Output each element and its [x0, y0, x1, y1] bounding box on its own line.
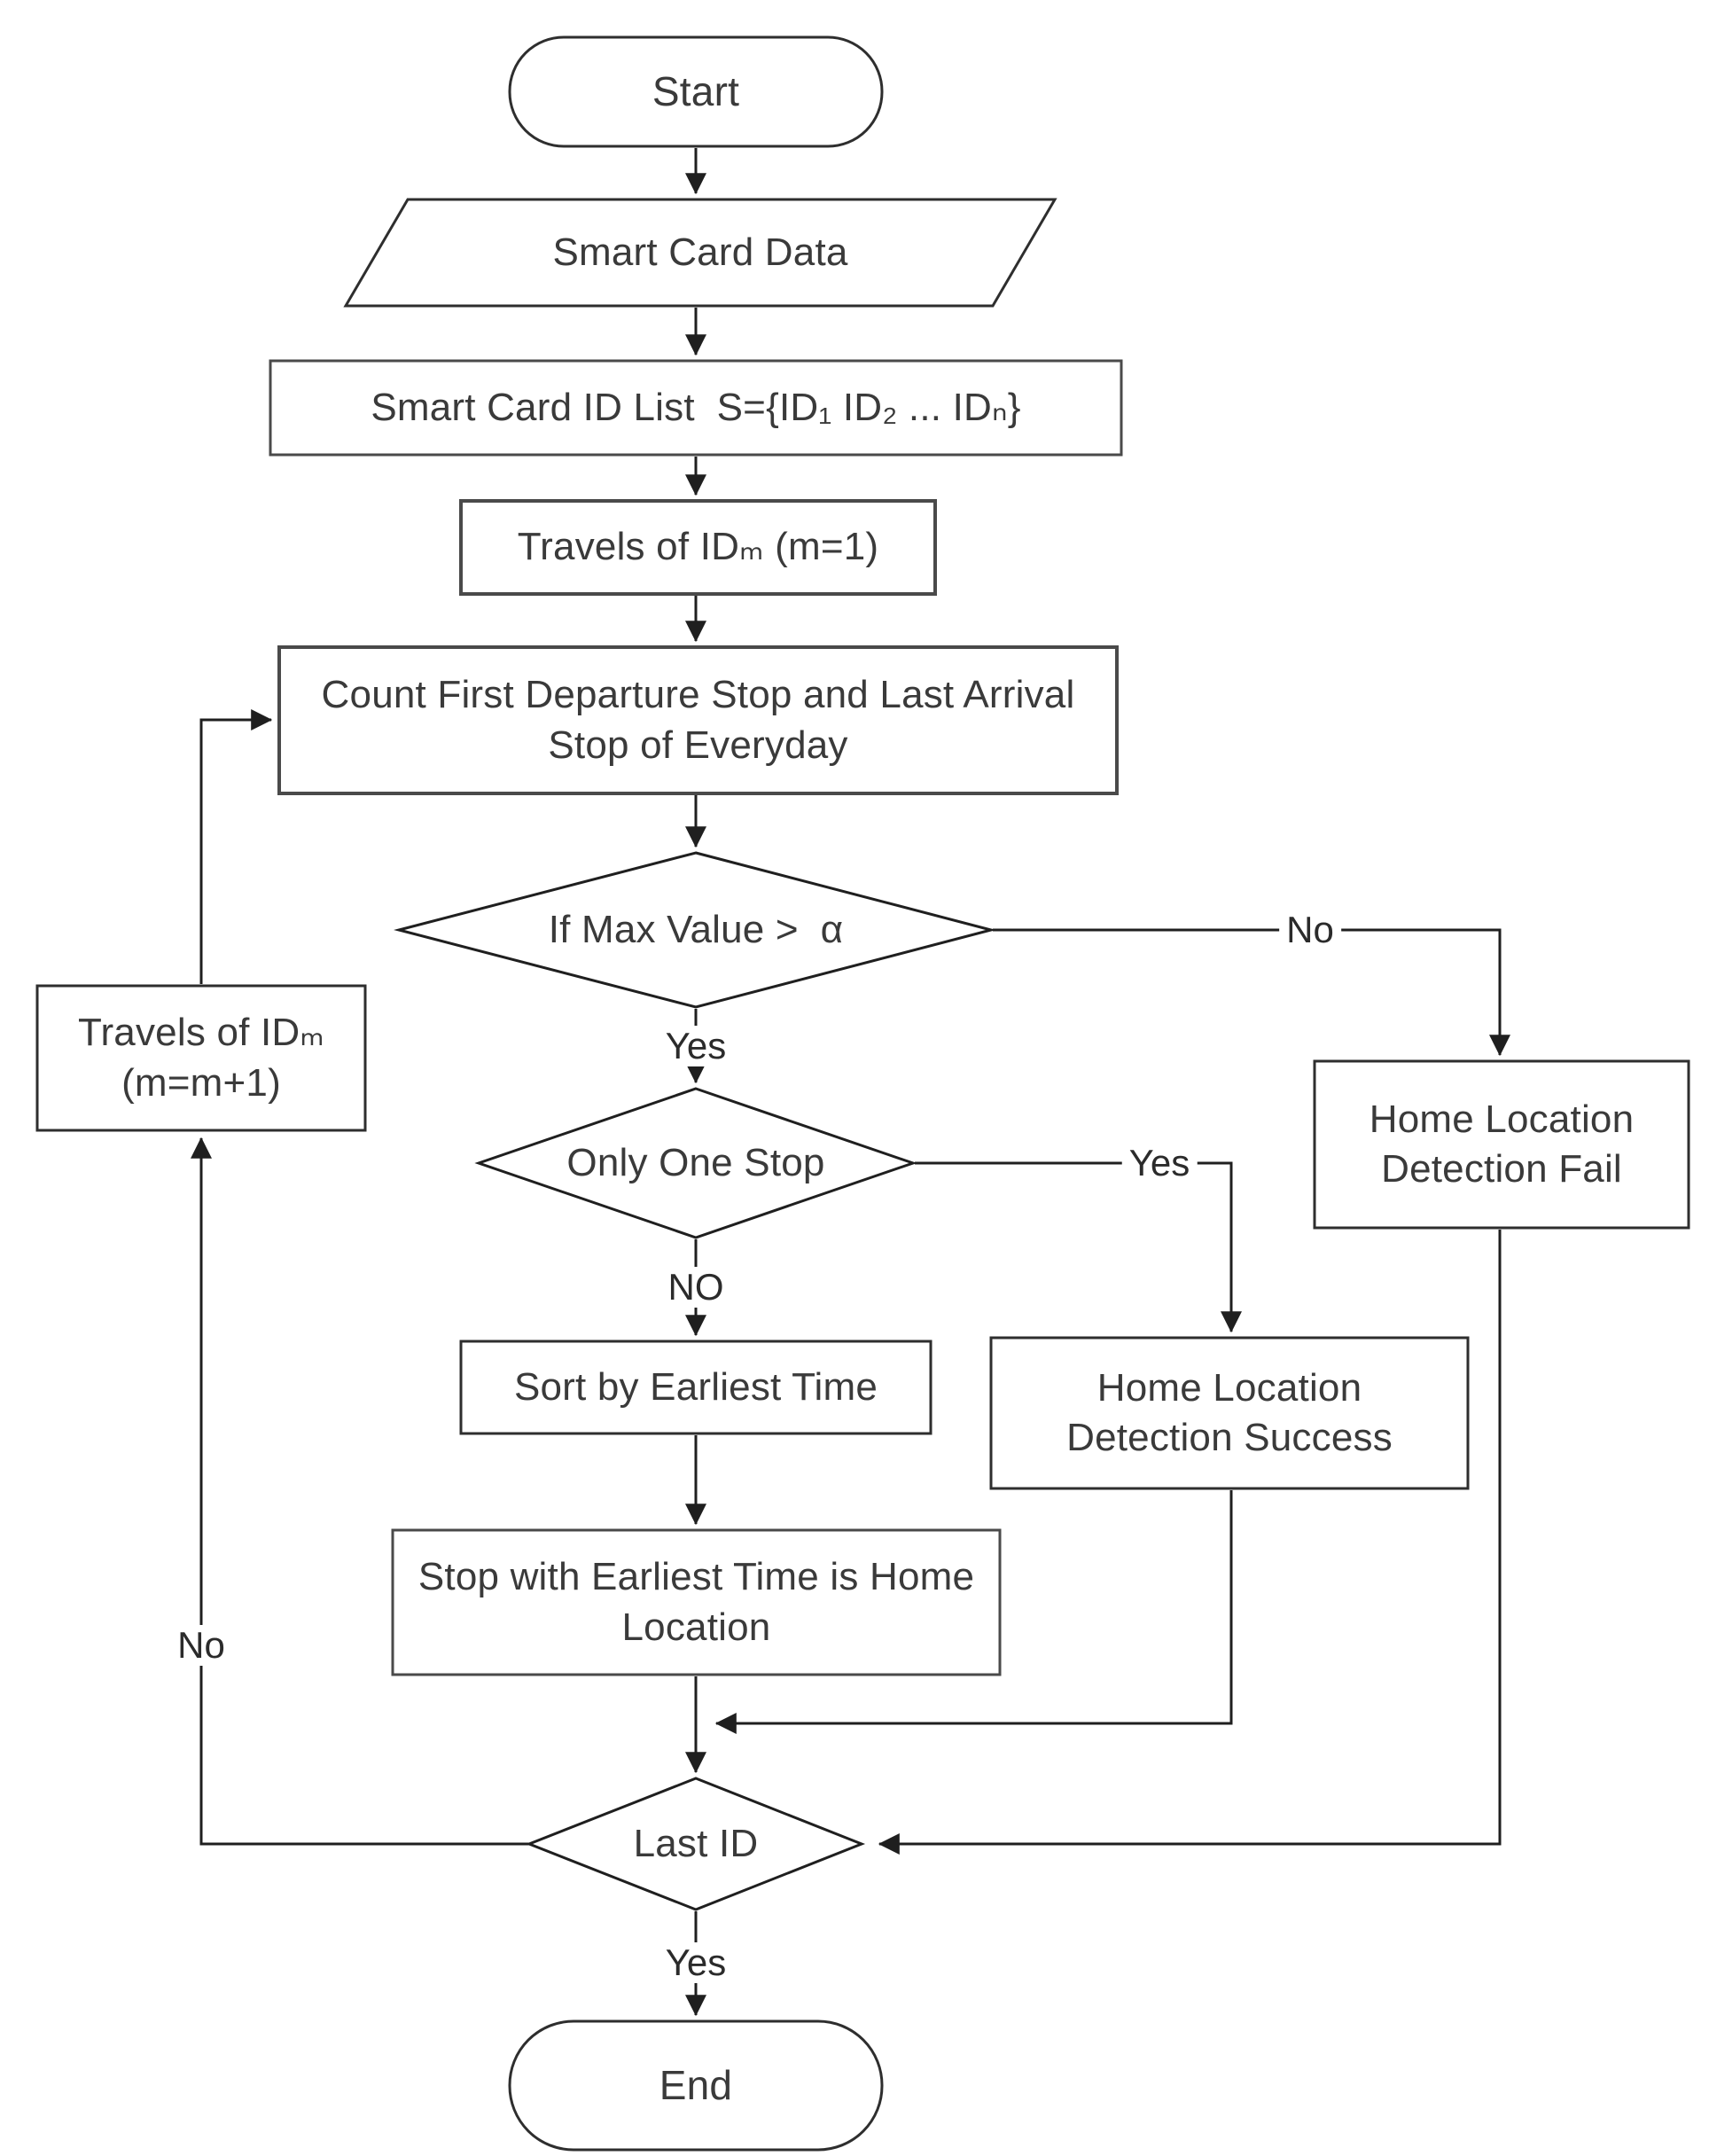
- node-stop-home-label: Stop with Earliest Time is Home Location: [417, 1555, 986, 1649]
- node-smart-card-data-label: Smart Card Data: [552, 230, 848, 274]
- only-one-stop-decision-shape: [474, 1087, 917, 1239]
- detection-fail-process-shape: [1313, 1059, 1690, 1230]
- node-end-label: End: [659, 2062, 733, 2109]
- edge-label-last-id-yes: Yes: [658, 1942, 734, 1983]
- edge-onestop-yes-to-success: [915, 1161, 1242, 1333]
- node-travels-next-label: Travels of IDₘ (m=m+1): [78, 1011, 336, 1105]
- start-terminator-shape: [508, 35, 884, 148]
- node-sort-earliest-label: Sort by Earliest Time: [513, 1364, 878, 1409]
- node-start-label: Start: [652, 68, 740, 115]
- travels-first-process-shape: [459, 499, 937, 596]
- edge-label-only-one-stop-no: NO: [660, 1267, 731, 1308]
- edge-maxvalue-no-to-fail: [993, 928, 1510, 1057]
- node-detection-success-label: Home Location Detection Success: [1066, 1365, 1393, 1459]
- node-count-stops-label: Count First Departure Stop and Last Arri…: [321, 673, 1086, 767]
- travels-next-process-shape: [35, 984, 367, 1132]
- node-travels-first-label: Travels of IDₘ (m=1): [517, 525, 879, 569]
- last-id-decision-shape: [525, 1777, 866, 1911]
- edge-success-to-junction: [714, 1490, 1233, 1734]
- edge-label-last-id-no: No: [170, 1625, 232, 1666]
- id-list-process-shape: [269, 359, 1123, 457]
- smart-card-data-parallelogram-shape: [343, 198, 1057, 308]
- node-id-list-label: Smart Card ID List S={ID₁ ID₂ ... IDₙ}: [371, 385, 1021, 429]
- edge-travelsnext-to-count: [199, 709, 273, 984]
- stop-home-process-shape: [391, 1528, 1002, 1676]
- edge-label-only-one-stop-yes: Yes: [1121, 1143, 1198, 1183]
- edge-label-max-value-no: No: [1279, 910, 1341, 950]
- node-detection-fail-label: Home Location Detection Fail: [1369, 1097, 1645, 1191]
- detection-success-process-shape: [989, 1336, 1470, 1490]
- edge-fail-to-lastid: [878, 1230, 1502, 1855]
- edge-label-max-value-yes: Yes: [658, 1026, 734, 1066]
- node-max-value-label: If Max Value > α: [548, 907, 844, 951]
- count-stops-process-shape: [277, 645, 1119, 795]
- max-value-decision-shape: [394, 851, 996, 1009]
- node-last-id-label: Last ID: [633, 1821, 759, 1865]
- edge-lastid-no-to-travelsnext: [191, 1137, 529, 1846]
- node-only-one-stop-label: Only One Stop: [566, 1140, 825, 1184]
- sort-earliest-process-shape: [459, 1340, 933, 1435]
- end-terminator-shape: [508, 2019, 884, 2152]
